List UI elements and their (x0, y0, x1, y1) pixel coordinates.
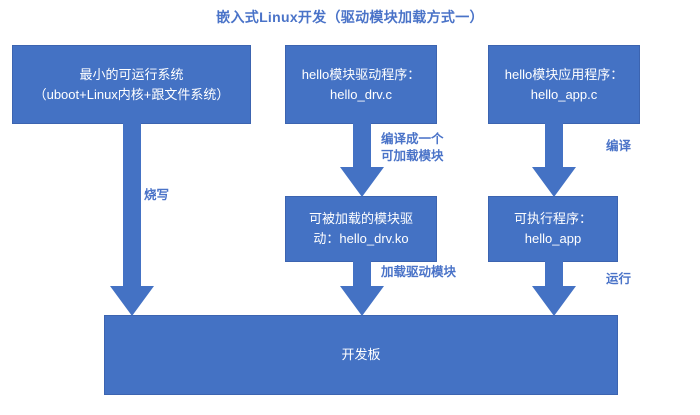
edge-label-compile: 编译 (606, 139, 632, 153)
node-driver-source-line1: hello模块驱动程序： (301, 66, 421, 82)
node-driver-source-line2: hello_drv.c (330, 86, 392, 102)
node-driver-source: hello模块驱动程序： hello_drv.c (285, 45, 437, 124)
node-app-bin: 可执行程序： hello_app (488, 196, 618, 262)
arrow-min-system-to-dev-board (110, 123, 154, 316)
arrow-app-bin-to-dev-board (532, 261, 576, 316)
node-min-system-line2: （uboot+Linux内核+跟文件系统） (33, 86, 230, 102)
edge-label-compile-module: 编译成一个 可加载模块 (381, 131, 444, 165)
node-app-source-line1: hello模块应用程序： (504, 66, 624, 82)
edge-label-burn: 烧写 (144, 188, 170, 202)
node-app-bin-line1: 可执行程序： (513, 211, 592, 226)
arrow-app-source-to-app-bin (532, 123, 576, 197)
node-min-system: 最小的可运行系统 （uboot+Linux内核+跟文件系统） (12, 45, 251, 124)
diagram-title: 嵌入式Linux开发（驱动模块加载方式一） (216, 9, 484, 25)
arrow-driver-source-to-driver-ko (340, 123, 384, 197)
arrow-driver-ko-to-dev-board (340, 261, 384, 316)
node-app-source: hello模块应用程序： hello_app.c (488, 45, 640, 124)
node-driver-ko-line2: 动：hello_drv.ko (313, 231, 409, 246)
node-driver-ko: 可被加载的模块驱 动：hello_drv.ko (285, 196, 437, 262)
node-app-bin-line2: hello_app (524, 231, 582, 246)
edge-label-compile-module-line2: 可加载模块 (381, 149, 444, 163)
edge-label-load-module: 加载驱动模块 (381, 265, 457, 279)
node-dev-board: 开发板 (104, 315, 618, 395)
node-min-system-line1: 最小的可运行系统 (79, 66, 184, 82)
edge-label-run: 运行 (606, 272, 632, 286)
node-dev-board-line1: 开发板 (341, 347, 381, 362)
edge-label-compile-module-line1: 编译成一个 (381, 132, 444, 146)
node-app-source-line2: hello_app.c (530, 86, 598, 102)
node-driver-ko-line1: 可被加载的模块驱 (308, 211, 413, 226)
